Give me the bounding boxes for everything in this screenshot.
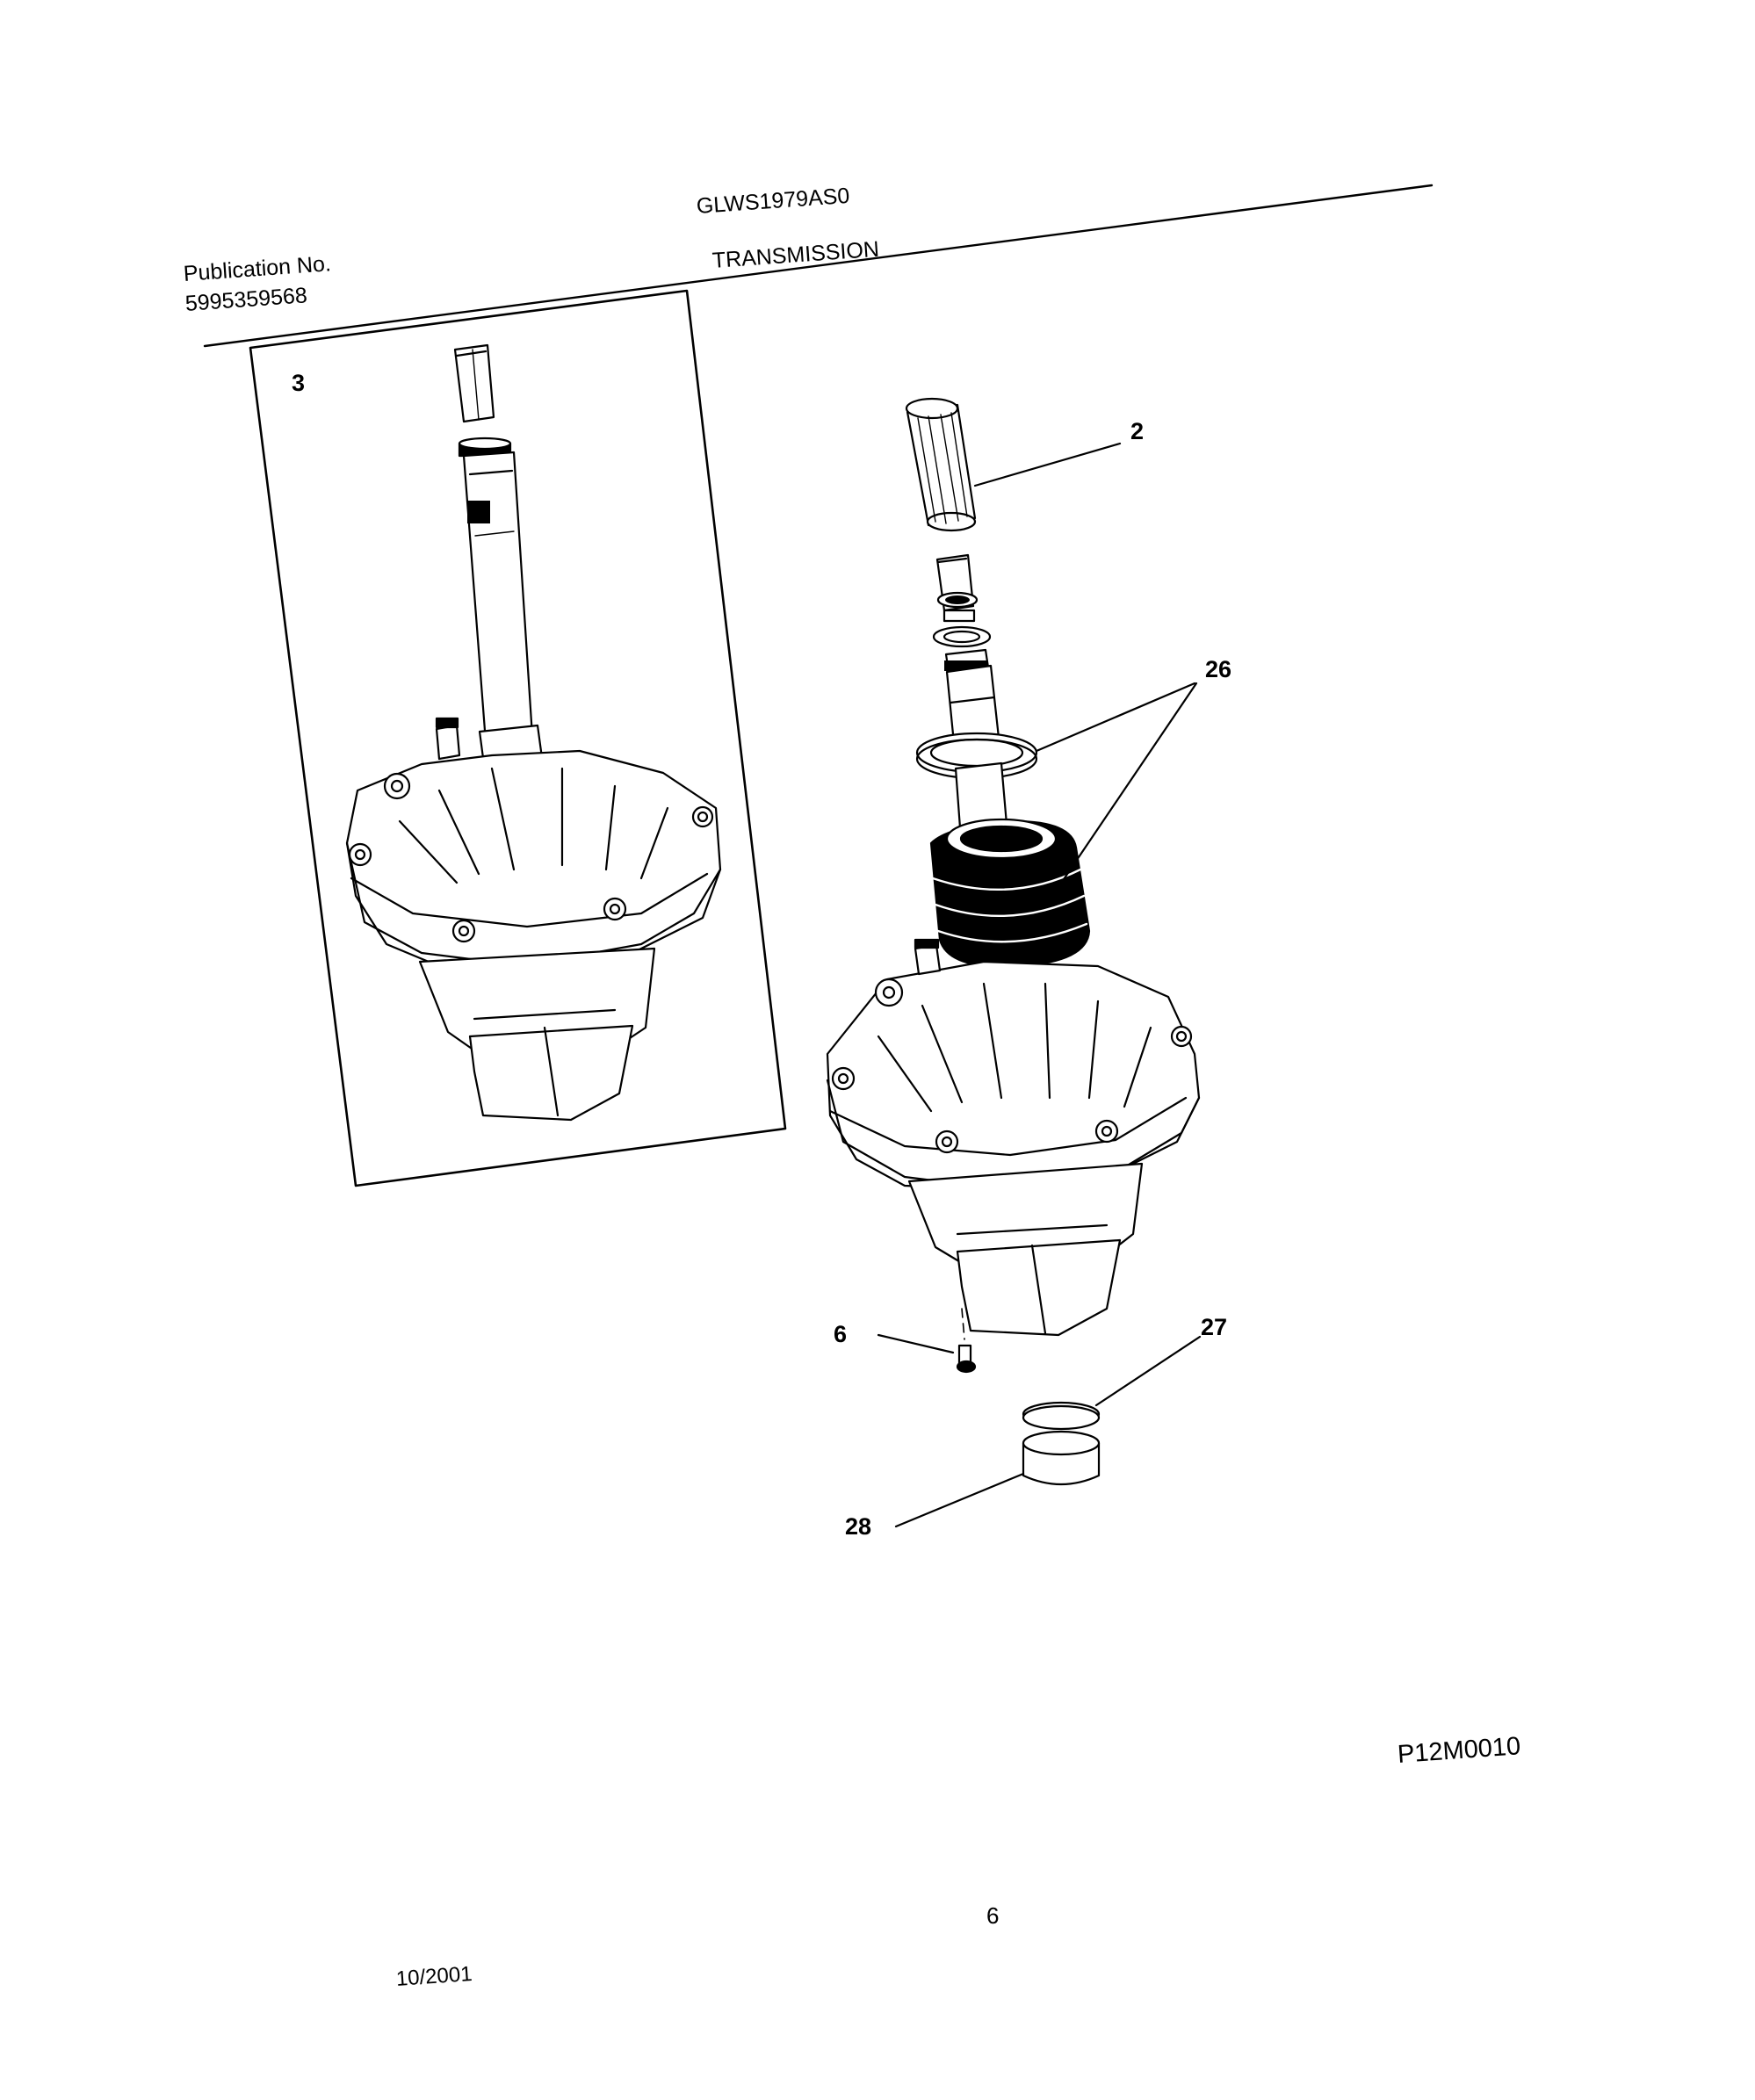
callout-28: 28 <box>845 1513 872 1540</box>
shaft-seal-stack <box>915 553 1091 968</box>
header-rule <box>203 184 1434 348</box>
rings <box>1022 1401 1101 1486</box>
inset-frame <box>249 289 787 1187</box>
screw <box>956 1344 977 1374</box>
transmission-housing <box>826 938 1201 1337</box>
leader-6 <box>877 1333 955 1354</box>
page-number: 6 <box>986 1902 1000 1929</box>
inset-transmission <box>345 343 722 1122</box>
callout-2: 2 <box>1130 418 1145 444</box>
leader-26b <box>1057 682 1198 889</box>
leader-2 <box>973 442 1122 487</box>
splined-coupling <box>905 397 977 532</box>
callout-3: 3 <box>292 370 306 396</box>
callout-27: 27 <box>1201 1314 1228 1340</box>
callout-6: 6 <box>834 1321 848 1347</box>
leader-26a <box>1035 682 1196 753</box>
callout-26: 26 <box>1205 656 1232 682</box>
leader-27 <box>1094 1335 1202 1407</box>
leader-28 <box>894 1472 1025 1528</box>
